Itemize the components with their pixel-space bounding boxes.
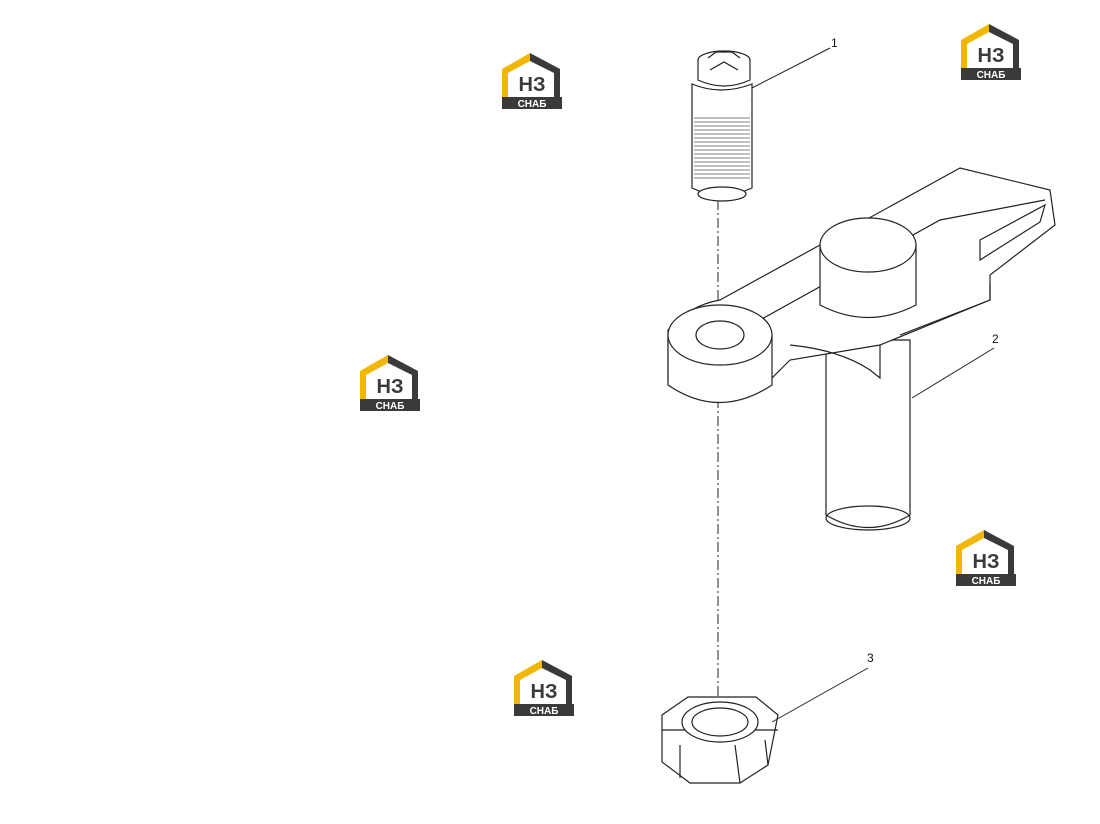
- logo-caption: СНАБ: [376, 401, 405, 412]
- logo-letters: НЗ: [531, 681, 558, 703]
- callout-1: 1: [751, 36, 838, 89]
- logo-letters: НЗ: [973, 551, 1000, 573]
- leader-line-1: [751, 47, 831, 89]
- callout-label-3: 3: [867, 651, 874, 665]
- callout-label-1: 1: [831, 36, 838, 50]
- watermark-logo: НЗ СНАБ: [514, 660, 574, 717]
- watermark-logo: НЗ СНАБ: [360, 355, 420, 412]
- watermark-logo: НЗ СНАБ: [502, 53, 562, 110]
- part-3-hex-nut: [661, 696, 779, 784]
- leader-line-3: [771, 667, 869, 723]
- part-1-adjusting-screw: [691, 50, 753, 202]
- callout-2: 2: [911, 332, 999, 399]
- screw-thread-lines: [694, 117, 750, 179]
- watermark-logo: НЗ СНАБ: [961, 24, 1021, 81]
- logo-caption: СНАБ: [518, 99, 547, 110]
- logo-letters: НЗ: [377, 376, 404, 398]
- logo-letters: НЗ: [978, 45, 1005, 67]
- leader-line-2: [911, 347, 995, 399]
- logo-caption: СНАБ: [530, 706, 559, 717]
- logo-letters: НЗ: [519, 74, 546, 96]
- watermark-logo: НЗ СНАБ: [956, 530, 1016, 587]
- logo-caption: СНАБ: [972, 576, 1001, 587]
- callout-label-2: 2: [992, 332, 999, 346]
- callout-3: 3: [771, 651, 874, 723]
- logo-caption: СНАБ: [977, 70, 1006, 81]
- part-2-rocker-arm: [667, 167, 1056, 531]
